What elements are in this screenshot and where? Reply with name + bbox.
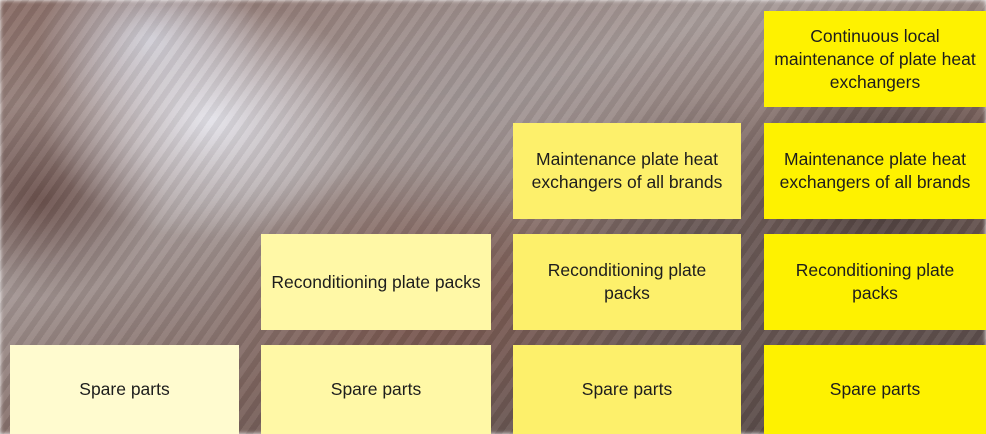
box-label: Spare parts — [79, 379, 170, 399]
col3-spare-parts-box: Spare parts — [513, 345, 741, 434]
box-label: Reconditioning plate packs — [795, 260, 955, 303]
box-label: Reconditioning plate packs — [547, 260, 707, 303]
box-label: Spare parts — [330, 379, 422, 399]
col2-reconditioning-box: Reconditioning plate packs — [261, 234, 491, 330]
box-label: Reconditioning plate packs — [271, 271, 481, 292]
box-label: Spare parts — [581, 379, 673, 399]
box-label: Continuous local maintenance of plate he… — [774, 25, 976, 92]
col4-continuous-maintenance-box: Continuous local maintenance of plate he… — [764, 11, 986, 107]
col4-reconditioning-box: Reconditioning plate packs — [764, 234, 986, 330]
box-label: Maintenance plate heat exchangers of all… — [779, 149, 971, 192]
col2-spare-parts-box: Spare parts — [261, 345, 491, 434]
col3-maintenance-box: Maintenance plate heat exchangers of all… — [513, 123, 741, 219]
box-label: Maintenance plate heat exchangers of all… — [531, 149, 723, 192]
col4-spare-parts-box: Spare parts — [764, 345, 986, 434]
box-label: Spare parts — [829, 379, 921, 399]
col4-maintenance-box: Maintenance plate heat exchangers of all… — [764, 123, 986, 219]
col1-spare-parts-box: Spare parts — [10, 345, 239, 434]
col3-reconditioning-box: Reconditioning plate packs — [513, 234, 741, 330]
